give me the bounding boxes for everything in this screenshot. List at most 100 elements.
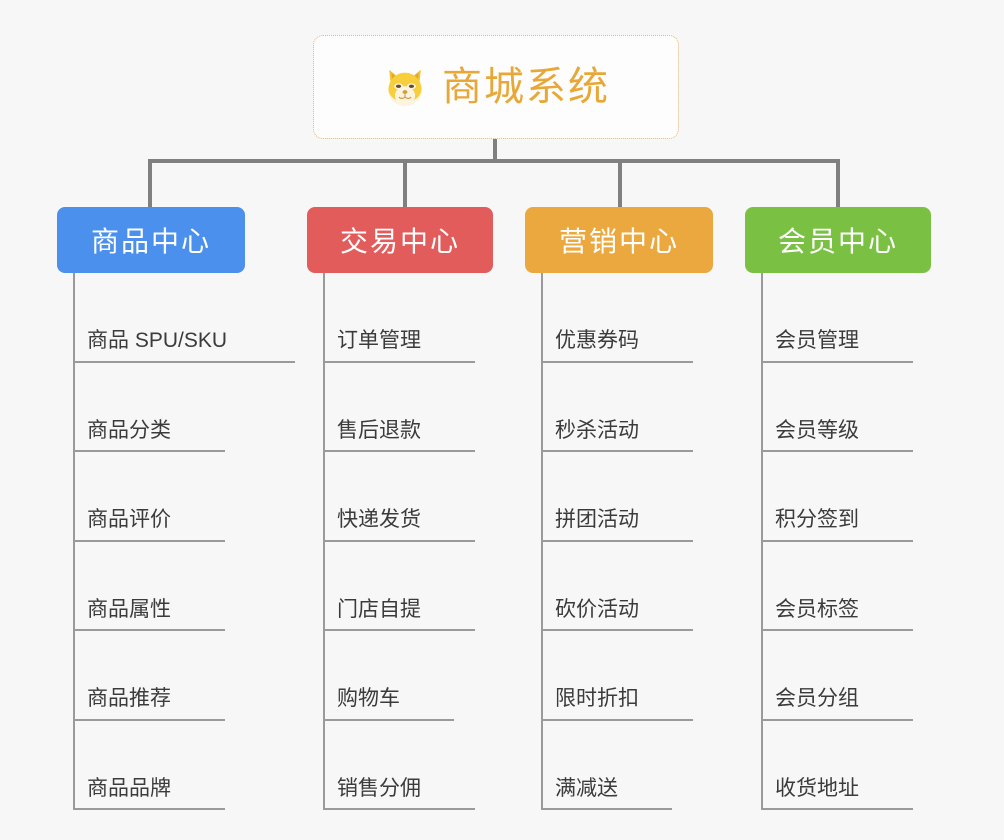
leaf-label: 收货地址 — [775, 776, 859, 800]
leaf-underline — [73, 718, 225, 721]
leaf-underline — [73, 629, 225, 631]
category-header-label: 会员中心 — [777, 226, 898, 257]
leaf-underline — [323, 629, 475, 631]
leaf-label: 快递发货 — [337, 508, 421, 532]
shiba-dog-face-icon — [388, 69, 422, 106]
category-column-marketing: 营销中心 优惠券码 秒杀活动 拼团活动 砍价活动 限时折扣 — [525, 207, 713, 810]
list-item[interactable]: 会员等级 — [745, 363, 931, 452]
leaf-list-marketing: 优惠券码 秒杀活动 拼团活动 砍价活动 限时折扣 满减送 — [525, 273, 713, 810]
leaf-label: 会员分组 — [775, 687, 859, 711]
category-header-marketing[interactable]: 营销中心 — [525, 207, 713, 273]
list-item[interactable]: 会员管理 — [745, 273, 931, 363]
list-item[interactable]: 商品分类 — [57, 363, 245, 452]
list-item[interactable]: 满减送 — [525, 721, 713, 810]
leaf-label: 售后退款 — [337, 418, 421, 442]
leaf-underline — [323, 808, 475, 810]
leaf-label: 秒杀活动 — [555, 418, 639, 442]
list-item[interactable]: 购物车 — [307, 631, 493, 721]
root-node[interactable]: 商城系统 — [313, 35, 679, 139]
list-item[interactable]: 砍价活动 — [525, 542, 713, 631]
leaf-label: 会员等级 — [775, 418, 859, 442]
root-label: 商城系统 — [442, 65, 610, 109]
connector-branch-2 — [403, 159, 407, 208]
leaf-underline — [541, 808, 672, 810]
category-column-trade: 交易中心 订单管理 售后退款 快递发货 门店自提 购物车 — [307, 207, 493, 810]
leaf-label: 门店自提 — [337, 597, 421, 621]
leaf-label: 商品分类 — [87, 418, 171, 442]
category-header-product[interactable]: 商品中心 — [57, 207, 245, 273]
connector-root-stem — [493, 139, 497, 162]
leaf-underline — [73, 450, 225, 452]
category-header-trade[interactable]: 交易中心 — [307, 207, 493, 273]
leaf-label: 商品推荐 — [87, 687, 171, 711]
list-item[interactable]: 优惠券码 — [525, 273, 713, 363]
list-item[interactable]: 商品 SPU/SKU — [57, 273, 295, 363]
leaf-label: 销售分佣 — [337, 776, 421, 800]
list-item[interactable]: 订单管理 — [307, 273, 493, 363]
list-item[interactable]: 秒杀活动 — [525, 363, 713, 452]
leaf-underline — [541, 360, 693, 363]
list-item[interactable]: 限时折扣 — [525, 631, 713, 721]
connector-branch-1 — [148, 159, 152, 208]
leaf-list-member: 会员管理 会员等级 积分签到 会员标签 会员分组 收货地址 — [745, 273, 931, 810]
leaf-label: 商品 SPU/SKU — [87, 329, 228, 353]
list-item[interactable]: 会员标签 — [745, 542, 931, 631]
list-item[interactable]: 商品属性 — [57, 542, 245, 631]
leaf-underline — [541, 450, 693, 452]
list-item[interactable]: 商品推荐 — [57, 631, 245, 721]
leaf-label: 砍价活动 — [555, 597, 639, 621]
list-item[interactable]: 商品评价 — [57, 452, 245, 542]
leaf-list-product: 商品 SPU/SKU 商品分类 商品评价 商品属性 商品推荐 商品品牌 — [57, 273, 295, 810]
leaf-list-trade: 订单管理 售后退款 快递发货 门店自提 购物车 销售分佣 — [307, 273, 493, 810]
leaf-label: 商品属性 — [87, 597, 171, 621]
leaf-underline — [541, 629, 693, 631]
leaf-underline — [73, 539, 225, 542]
leaf-underline — [761, 718, 913, 721]
list-item[interactable]: 售后退款 — [307, 363, 493, 452]
leaf-label: 商品评价 — [87, 508, 171, 532]
connector-branch-4 — [836, 159, 840, 208]
leaf-underline — [73, 808, 225, 810]
list-item[interactable]: 拼团活动 — [525, 452, 713, 542]
leaf-underline — [761, 808, 913, 810]
leaf-spine — [761, 273, 763, 810]
leaf-label: 订单管理 — [337, 329, 421, 353]
category-header-member[interactable]: 会员中心 — [745, 207, 931, 273]
list-item[interactable]: 会员分组 — [745, 631, 931, 721]
category-header-label: 营销中心 — [558, 226, 679, 257]
leaf-spine — [323, 273, 325, 810]
connector-branch-3 — [618, 159, 622, 208]
leaf-spine — [73, 273, 75, 810]
leaf-underline — [323, 539, 475, 542]
leaf-label: 拼团活动 — [555, 508, 639, 532]
leaf-underline — [761, 360, 913, 363]
leaf-label: 积分签到 — [775, 508, 859, 532]
leaf-underline — [323, 360, 475, 363]
category-header-label: 交易中心 — [339, 226, 460, 257]
leaf-underline — [73, 360, 295, 363]
leaf-underline — [761, 629, 913, 631]
list-item[interactable]: 门店自提 — [307, 542, 493, 631]
leaf-label: 限时折扣 — [555, 687, 639, 711]
leaf-underline — [761, 450, 913, 452]
list-item[interactable]: 商品品牌 — [57, 721, 245, 810]
leaf-underline — [541, 539, 693, 542]
category-column-product: 商品中心 商品 SPU/SKU 商品分类 商品评价 商品属性 商品推荐 — [57, 207, 295, 810]
leaf-label: 满减送 — [555, 776, 618, 800]
leaf-label: 会员管理 — [775, 329, 859, 353]
list-item[interactable]: 销售分佣 — [307, 721, 493, 810]
leaf-label: 购物车 — [337, 687, 400, 711]
leaf-label: 会员标签 — [775, 597, 859, 621]
leaf-label: 商品品牌 — [87, 776, 171, 800]
leaf-spine — [541, 273, 543, 810]
leaf-underline — [323, 450, 475, 452]
leaf-underline — [541, 718, 693, 721]
category-header-label: 商品中心 — [90, 226, 211, 257]
list-item[interactable]: 收货地址 — [745, 721, 931, 810]
list-item[interactable]: 积分签到 — [745, 452, 931, 542]
leaf-underline — [761, 539, 913, 542]
list-item[interactable]: 快递发货 — [307, 452, 493, 542]
category-column-member: 会员中心 会员管理 会员等级 积分签到 会员标签 会员分组 — [745, 207, 931, 810]
leaf-underline — [323, 718, 454, 721]
